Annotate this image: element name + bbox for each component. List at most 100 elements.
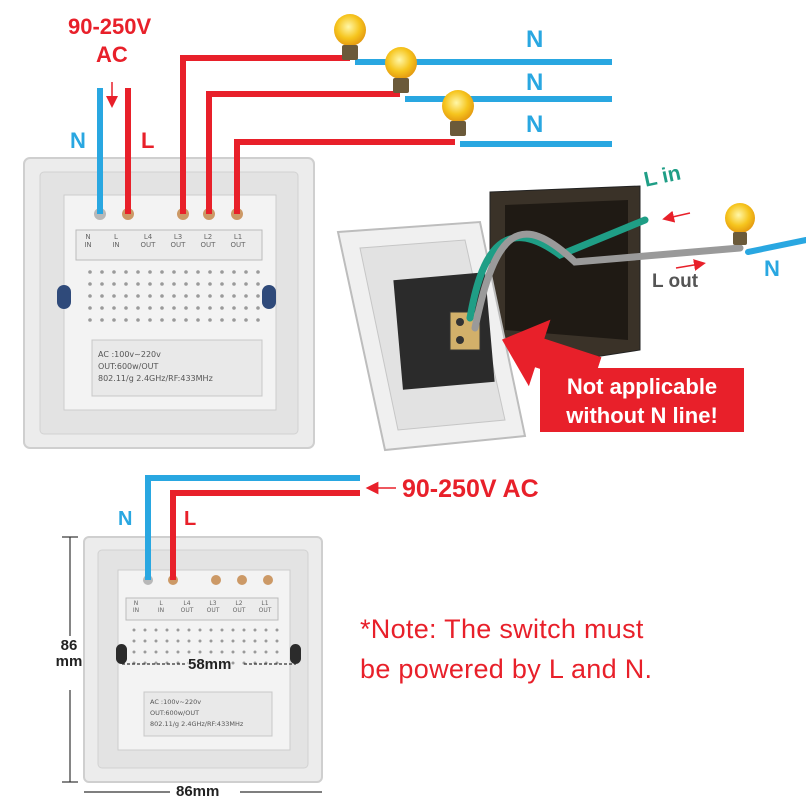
vent-dot — [112, 306, 116, 310]
vent-dot — [124, 282, 128, 286]
vent-dot — [275, 650, 279, 654]
side-wires — [466, 216, 806, 332]
spec-label-bottom: AC :100v~220v OUT:600w/OUT 802.11/g 2.4G… — [150, 698, 244, 728]
vent-dot — [143, 639, 147, 643]
vent-dot — [209, 639, 213, 643]
vent-dot — [132, 639, 136, 643]
vent-dot — [148, 294, 152, 298]
vent-dot — [256, 306, 260, 310]
lamp1-neutral-label: N — [526, 26, 544, 53]
vent-dot — [231, 650, 235, 654]
mounting-hole-left-bottom — [116, 644, 127, 664]
spec-label-top: AC :100v~220v OUT:600w/OUT 802.11/g 2.4G… — [98, 350, 213, 383]
vent-dots-top — [88, 270, 260, 322]
l-out-wire — [471, 230, 744, 332]
vent-dot — [148, 282, 152, 286]
bottom-neutral-label: N — [118, 508, 133, 530]
vent-dot — [160, 270, 164, 274]
vent-dot — [220, 306, 224, 310]
bottom-live-label: L — [184, 508, 197, 530]
vent-dot — [196, 318, 200, 322]
vent-dot — [232, 294, 236, 298]
vent-dot — [244, 294, 248, 298]
vent-dot — [220, 318, 224, 322]
top-live-label: L — [141, 128, 155, 153]
neutral-supply-wire — [145, 475, 360, 580]
wall-box-photo — [336, 185, 641, 452]
vent-dot — [154, 628, 158, 632]
lamp-neutral-wire-side — [745, 237, 806, 255]
vent-dot — [220, 294, 224, 298]
vent-dot — [184, 294, 188, 298]
l4-out-wire — [180, 55, 350, 214]
vent-dot — [88, 294, 92, 298]
width-dimension-label: 86mm — [176, 783, 220, 800]
vent-dot — [208, 282, 212, 286]
l2-out-wire — [234, 139, 455, 214]
vent-dot — [256, 294, 260, 298]
vent-dot — [184, 306, 188, 310]
vent-dot — [176, 628, 180, 632]
vent-dot — [231, 639, 235, 643]
vent-dot — [165, 628, 169, 632]
vent-dot — [124, 294, 128, 298]
vent-dot — [220, 639, 224, 643]
vent-dot — [184, 282, 188, 286]
vent-dot — [253, 650, 257, 654]
lamp2-neutral-label: N — [526, 69, 544, 96]
warning-callout: Not applicable without N line! — [540, 368, 744, 432]
vent-dot — [136, 294, 140, 298]
vent-dot — [253, 639, 257, 643]
supply-ac-label: AC — [96, 42, 128, 67]
vent-dot — [187, 650, 191, 654]
vent-dot — [196, 294, 200, 298]
vent-dot — [209, 628, 213, 632]
vent-dot — [232, 318, 236, 322]
dimension-lines — [62, 536, 322, 793]
hole-spacing-label: 58mm — [188, 656, 232, 673]
bottom-supply-label: 90-250V AC — [402, 475, 539, 503]
vent-dot — [220, 270, 224, 274]
vent-dot — [196, 282, 200, 286]
vent-dot — [136, 318, 140, 322]
vent-dot — [136, 270, 140, 274]
vent-dot — [143, 628, 147, 632]
vent-dots-bottom — [132, 628, 279, 665]
vent-dot — [165, 639, 169, 643]
mounting-hole-right — [262, 285, 276, 309]
vent-dot — [143, 650, 147, 654]
vent-dot — [208, 294, 212, 298]
vent-dot — [148, 270, 152, 274]
vent-dot — [256, 318, 260, 322]
note-line-2: be powered by L and N. — [360, 654, 653, 684]
vent-dot — [256, 282, 260, 286]
vent-dot — [172, 306, 176, 310]
vent-dot — [275, 628, 279, 632]
lamp-bulb-3 — [442, 90, 474, 136]
vent-dot — [275, 639, 279, 643]
relay-module — [393, 272, 495, 390]
vent-dot — [198, 628, 202, 632]
vent-dot — [176, 650, 180, 654]
vent-dot — [198, 650, 202, 654]
vent-dot — [100, 282, 104, 286]
top-neutral-label: N — [70, 128, 86, 153]
vent-dot — [154, 661, 158, 665]
vent-dot — [136, 306, 140, 310]
l3-out-wire — [206, 91, 400, 214]
vent-dot — [187, 628, 191, 632]
vent-dot — [196, 306, 200, 310]
vent-dot — [132, 628, 136, 632]
vent-dot — [124, 318, 128, 322]
vent-dot — [165, 650, 169, 654]
vent-dot — [264, 639, 268, 643]
vent-dot — [232, 270, 236, 274]
vent-dot — [148, 318, 152, 322]
vent-dot — [264, 650, 268, 654]
vent-dot — [242, 628, 246, 632]
vent-dot — [124, 270, 128, 274]
